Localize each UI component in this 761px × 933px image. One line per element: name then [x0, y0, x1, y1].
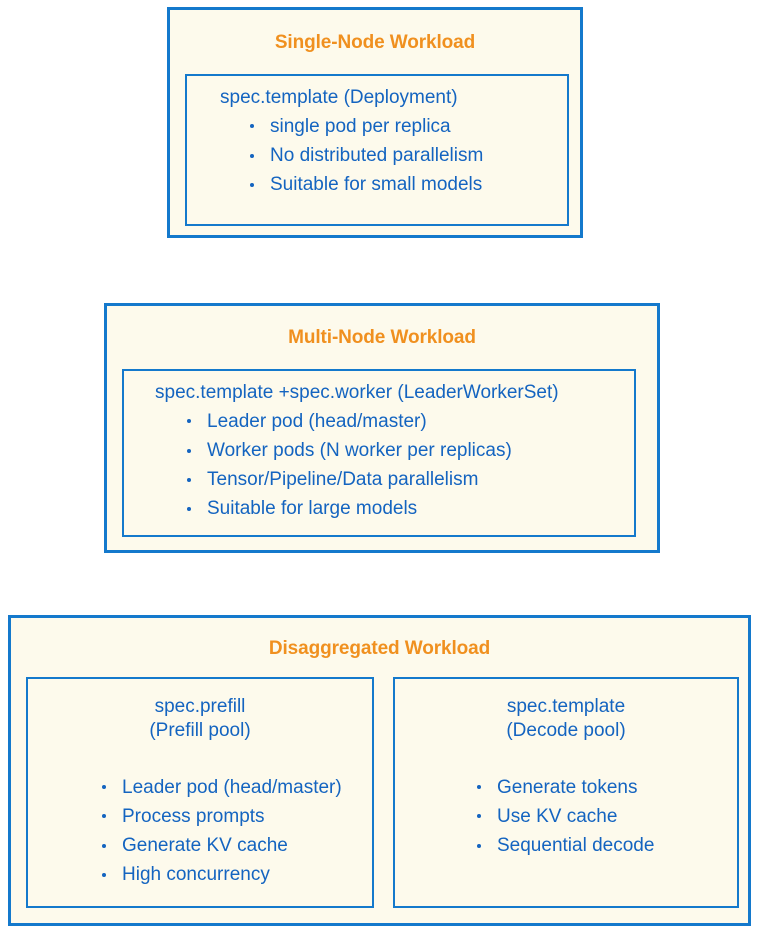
decode-pool-panel: spec.template (Decode pool) Generate tok… [393, 677, 739, 908]
prefill-pool-bullet-list: Leader pod (head/master) Process prompts… [96, 773, 372, 889]
list-item: Process prompts [96, 802, 372, 831]
list-item-label: Suitable for large models [207, 498, 418, 520]
list-item: Leader pod (head/master) [181, 407, 634, 436]
bullet-dot-icon [187, 477, 191, 482]
list-item-label: Suitable for small models [270, 174, 483, 196]
list-item-label: Worker pods (N worker per replicas) [207, 440, 512, 461]
bullet-dot-icon [187, 419, 191, 424]
single-node-workload-title: Single-Node Workload [274, 32, 476, 53]
list-item-label: Sequential decode [497, 835, 655, 856]
bullet-dot-icon [187, 506, 191, 511]
single-node-spec-panel: spec.template (Deployment) single pod pe… [185, 74, 569, 226]
list-item: Suitable for small models [244, 170, 567, 199]
bullet-dot-icon [477, 785, 481, 790]
list-item: single pod per replica [244, 112, 567, 141]
prefill-pool-panel: spec.prefill (Prefill pool) Leader pod (… [26, 677, 374, 908]
list-item: Worker pods (N worker per replicas) [181, 436, 634, 465]
list-item-label: Generate tokens [497, 776, 638, 798]
bullet-dot-icon [102, 843, 106, 848]
single-node-workload-card: Single-Node Workload spec.template (Depl… [167, 7, 583, 238]
prefill-pool-heading-line1: spec.prefill [154, 696, 246, 717]
disaggregated-workload-card: Disaggregated Workload spec.prefill (Pre… [8, 615, 751, 926]
bullet-dot-icon [250, 124, 254, 129]
multi-node-spec-panel: spec.template +spec.worker (LeaderWorker… [122, 369, 636, 537]
list-item-label: Tensor/Pipeline/Data parallelism [207, 469, 479, 491]
multi-node-bullet-list: Leader pod (head/master) Worker pods (N … [181, 407, 634, 523]
bullet-dot-icon [250, 153, 254, 158]
list-item-label: Leader pod (head/master) [207, 410, 427, 432]
bullet-dot-icon [102, 814, 106, 819]
list-item: Sequential decode [471, 831, 737, 860]
list-item: Leader pod (head/master) [96, 773, 372, 802]
list-item: Use KV cache [471, 802, 737, 831]
single-node-bullet-list: single pod per replica No distributed pa… [244, 112, 567, 199]
list-item: No distributed parallelism [244, 141, 567, 170]
list-item-label: single pod per replica [270, 115, 451, 137]
list-item: Generate KV cache [96, 831, 372, 860]
decode-pool-heading-line1: spec.template [506, 696, 626, 717]
multi-node-spec-heading: spec.template +spec.worker (LeaderWorker… [155, 382, 559, 403]
list-item-label: Leader pod (head/master) [122, 776, 342, 798]
bullet-dot-icon [250, 182, 254, 187]
bullet-dot-icon [102, 785, 106, 790]
bullet-dot-icon [102, 872, 106, 877]
list-item-label: High concurrency [122, 864, 270, 886]
single-node-spec-heading: spec.template (Deployment) [220, 87, 458, 108]
decode-pool-bullet-list: Generate tokens Use KV cache Sequential … [471, 773, 737, 860]
prefill-pool-heading-line2: (Prefill pool) [149, 719, 251, 741]
list-item-label: Use KV cache [497, 805, 618, 827]
list-item-label: No distributed parallelism [270, 145, 484, 166]
disaggregated-workload-title: Disaggregated Workload [268, 638, 491, 659]
list-item-label: Process prompts [122, 805, 265, 827]
decode-pool-heading-line2: (Decode pool) [506, 719, 626, 741]
bullet-dot-icon [187, 448, 191, 453]
list-item: Tensor/Pipeline/Data parallelism [181, 465, 634, 494]
multi-node-workload-card: Multi-Node Workload spec.template +spec.… [104, 303, 660, 553]
bullet-dot-icon [477, 814, 481, 819]
list-item: Suitable for large models [181, 494, 634, 523]
list-item-label: Generate KV cache [122, 835, 288, 856]
multi-node-workload-title: Multi-Node Workload [288, 327, 476, 348]
bullet-dot-icon [477, 843, 481, 848]
list-item: High concurrency [96, 860, 372, 889]
list-item: Generate tokens [471, 773, 737, 802]
